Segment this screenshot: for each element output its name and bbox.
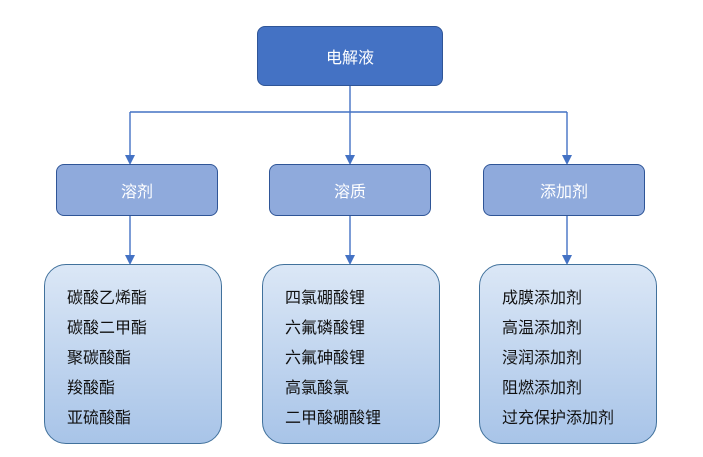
branch-node-label: 溶剂: [120, 182, 153, 201]
branch-node-label: 添加剂: [539, 182, 588, 201]
branch-node-additive: 添加剂: [483, 164, 645, 216]
list-item: 二甲酸硼酸锂: [285, 408, 382, 427]
branch-node-solvent: 溶剂: [56, 164, 218, 216]
list-item: 高氯酸氯: [285, 378, 350, 397]
list-item: 亚硫酸酯: [67, 408, 132, 427]
list-item: 六氟磷酸锂: [285, 318, 366, 337]
root-node-electrolyte: 电解液: [257, 26, 443, 86]
list-item: 碳酸乙烯酯: [67, 288, 148, 307]
list-item: 浸润添加剂: [502, 348, 583, 367]
list-item: 高温添加剂: [502, 318, 583, 337]
list-item: 碳酸二甲酯: [67, 318, 148, 337]
list-item: 羧酸酯: [67, 378, 116, 397]
list-item: 阻燃添加剂: [502, 378, 583, 397]
list-item: 四氯硼酸锂: [285, 288, 366, 307]
list-item: 成膜添加剂: [502, 288, 583, 307]
list-item: 聚碳酸酯: [67, 348, 132, 367]
list-item: 六氟砷酸锂: [285, 348, 366, 367]
leaf-box-solvent-list: 碳酸乙烯酯 碳酸二甲酯 聚碳酸酯 羧酸酯 亚硫酸酯: [44, 264, 222, 444]
root-node-label: 电解液: [325, 48, 374, 67]
list-item: 过充保护添加剂: [502, 408, 615, 427]
branch-node-label: 溶质: [333, 182, 366, 201]
branch-node-solute: 溶质: [269, 164, 431, 216]
leaf-box-additive-list: 成膜添加剂 高温添加剂 浸润添加剂 阻燃添加剂 过充保护添加剂: [479, 264, 657, 444]
leaf-box-solute-list: 四氯硼酸锂 六氟磷酸锂 六氟砷酸锂 高氯酸氯 二甲酸硼酸锂: [262, 264, 440, 444]
